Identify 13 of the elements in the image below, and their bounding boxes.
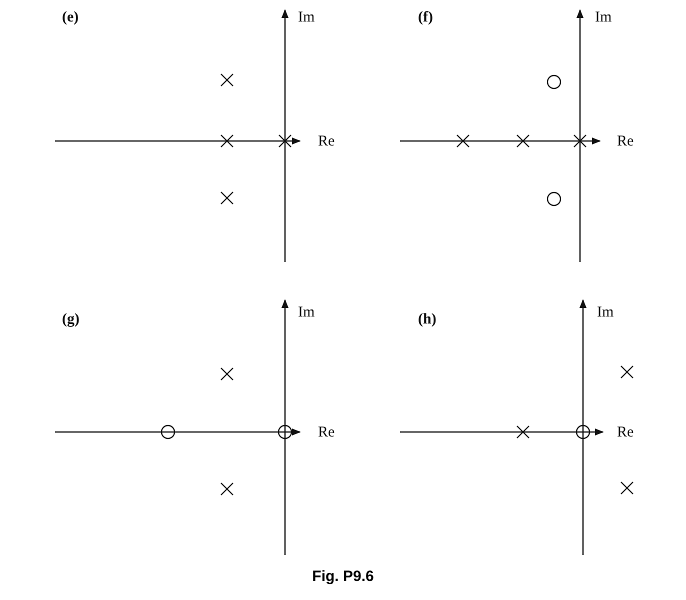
panel-label: (h) (418, 312, 436, 328)
axis-label: Re (617, 134, 634, 150)
axis-label: Im (597, 304, 614, 322)
axis-label: Re (318, 424, 335, 442)
axis-label: Re (617, 424, 634, 442)
panel-label: (e) (62, 10, 79, 26)
panel-label: (g) (62, 312, 80, 328)
axis-label: Im (595, 10, 612, 26)
axis-label: Im (298, 304, 315, 322)
axis-label: Im (298, 10, 315, 26)
panel-label: (f) (418, 10, 433, 26)
axis-label: Re (318, 134, 335, 150)
figure-caption: Fig. P9.6 (312, 568, 374, 585)
